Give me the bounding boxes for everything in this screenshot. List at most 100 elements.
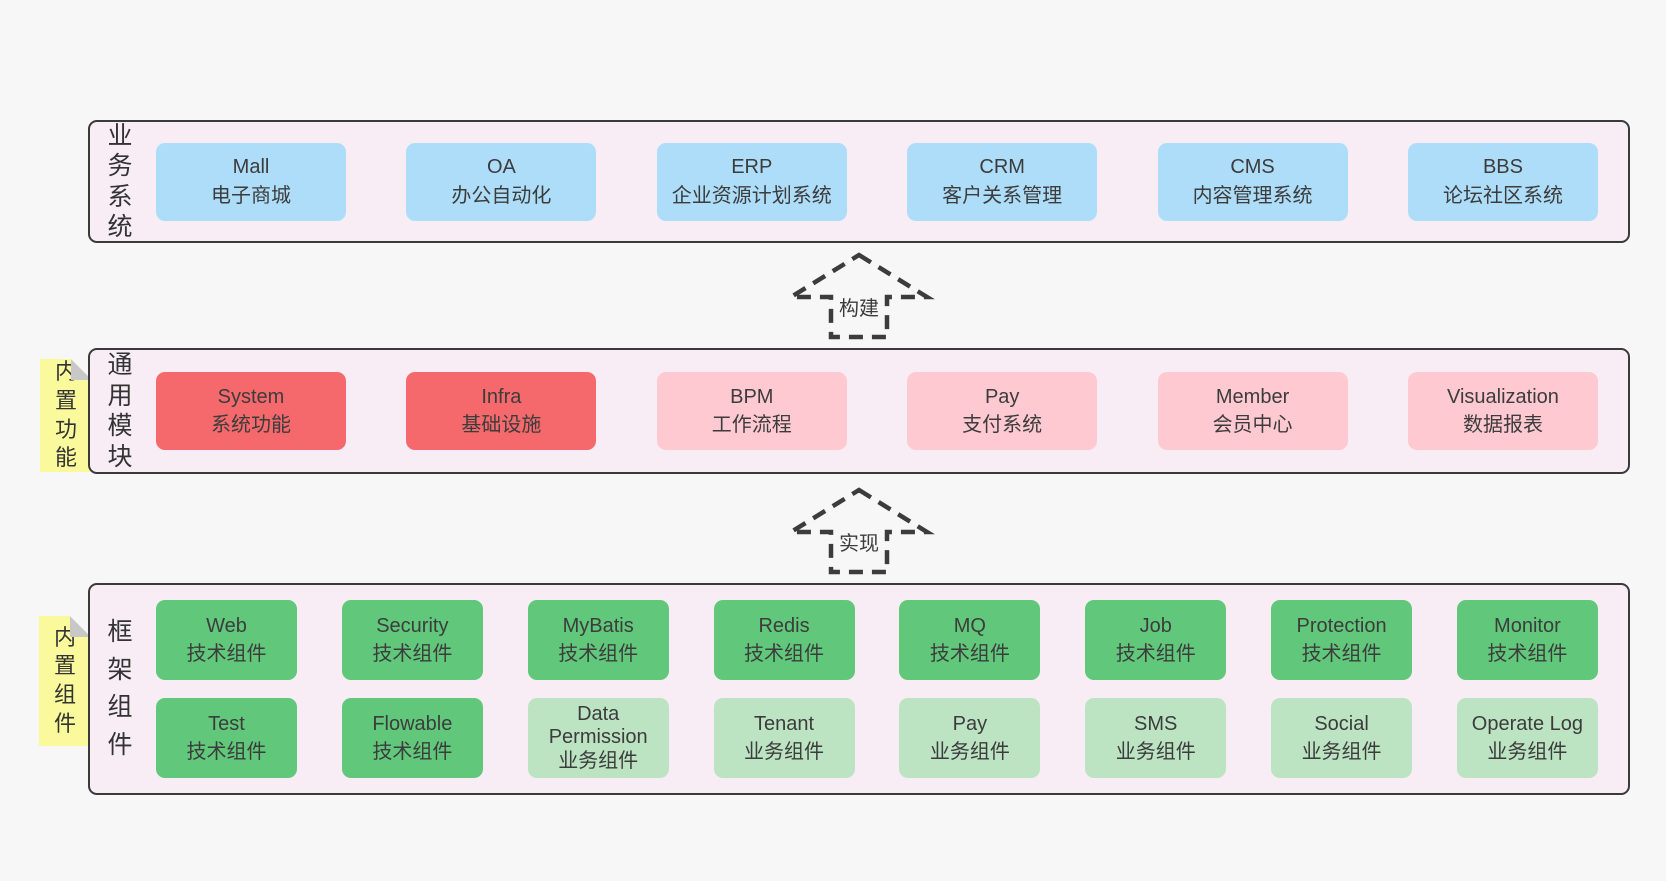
builtin-components-note: 内置组件 — [39, 616, 91, 746]
box-title: Flowable — [372, 712, 453, 735]
mybatis-box: MyBatis 技术组件 — [527, 600, 669, 680]
implement-arrow-label: 实现 — [836, 527, 882, 556]
box-subtitle: 技术组件 — [186, 643, 267, 665]
box-subtitle: 业务组件 — [1487, 741, 1568, 763]
common-modules-panel: 通用模块 System 系统功能 Infra 基础设施 BPM 工作流程 Pay… — [88, 348, 1630, 474]
flowable-box: Flowable 技术组件 — [341, 698, 483, 778]
common-modules-label: 通用模块 — [90, 350, 150, 472]
box-subtitle: 企业资源计划系统 — [671, 184, 832, 207]
box-title: MyBatis — [562, 614, 634, 637]
box-subtitle: 技术组件 — [1115, 643, 1196, 665]
box-title: Protection — [1296, 614, 1387, 637]
box-title: Web — [206, 614, 247, 637]
box-subtitle: 业务组件 — [1115, 741, 1196, 763]
box-subtitle: 支付系统 — [962, 414, 1043, 436]
box-title: ERP — [731, 156, 773, 179]
box-title: MQ — [953, 614, 986, 637]
business-boxes-row: Mall 电子商城 OA 办公自动化 ERP 企业资源计划系统 CRM 客户关系… — [150, 122, 1628, 241]
box-subtitle: 论坛社区系统 — [1442, 184, 1563, 207]
box-subtitle: 业务组件 — [744, 741, 825, 763]
box-title: Tenant — [754, 712, 815, 735]
box-title: Mall — [232, 156, 270, 179]
box-subtitle: 技术组件 — [186, 741, 267, 763]
box-title: CRM — [979, 156, 1025, 179]
box-subtitle: 客户关系管理 — [942, 184, 1063, 207]
panel-label-text: 通用模块 — [107, 351, 133, 471]
box-subtitle: 技术组件 — [744, 643, 825, 665]
box-title: SMS — [1134, 712, 1178, 735]
system-box: System 系统功能 — [156, 372, 346, 450]
box-title: Operate Log — [1471, 712, 1583, 735]
box-subtitle: 技术组件 — [1487, 643, 1568, 665]
box-subtitle: 会员中心 — [1212, 414, 1293, 436]
box-subtitle: 基础设施 — [461, 414, 542, 436]
monitor-box: Monitor 技术组件 — [1456, 600, 1598, 680]
social-box: Social 业务组件 — [1271, 698, 1413, 778]
box-subtitle: 业务组件 — [1301, 741, 1382, 763]
components-row-1: Web 技术组件 Security 技术组件 MyBatis 技术组件 Redi… — [156, 600, 1598, 680]
box-title: Pay — [984, 385, 1020, 408]
tenant-box: Tenant 业务组件 — [713, 698, 855, 778]
box-title: Infra — [481, 385, 522, 408]
box-subtitle: 业务组件 — [929, 741, 1010, 763]
box-title: Data Permission — [548, 703, 648, 749]
box-title: Monitor — [1494, 614, 1561, 637]
redis-box: Redis 技术组件 — [713, 600, 855, 680]
up-arrow-icon: 实现 — [783, 485, 935, 577]
security-box: Security 技术组件 — [341, 600, 483, 680]
framework-components-panel: 框架组件 Web 技术组件 Security 技术组件 MyBatis 技术组件… — [88, 583, 1630, 795]
job-box: Job 技术组件 — [1085, 600, 1227, 680]
cms-box: CMS 内容管理系统 — [1157, 142, 1348, 221]
implement-arrow: 实现 — [88, 485, 1630, 577]
box-subtitle: 技术组件 — [558, 643, 639, 665]
box-title: Redis — [758, 614, 810, 637]
builtin-features-note: 内置功能 — [40, 359, 92, 472]
infra-box: Infra 基础设施 — [406, 372, 597, 450]
data-permission-box: Data Permission 业务组件 — [527, 698, 669, 778]
mq-box: MQ 技术组件 — [899, 600, 1041, 680]
framework-components-label: 框架组件 — [90, 585, 150, 793]
protection-box: Protection 技术组件 — [1271, 600, 1413, 680]
test-box: Test 技术组件 — [156, 698, 297, 778]
box-title: CMS — [1230, 156, 1275, 179]
build-arrow: 构建 — [88, 250, 1630, 342]
box-title: Test — [208, 712, 245, 735]
box-subtitle: 办公自动化 — [451, 184, 552, 207]
box-title: OA — [486, 156, 516, 179]
panel-label-text: 业务系统 — [107, 121, 133, 242]
crm-box: CRM 客户关系管理 — [907, 142, 1098, 221]
box-subtitle: 系统功能 — [211, 414, 291, 436]
bpm-box: BPM 工作流程 — [656, 372, 847, 450]
mall-box: Mall 电子商城 — [156, 142, 346, 221]
components-row-2: Test 技术组件 Flowable 技术组件 Data Permission … — [156, 698, 1598, 778]
panel-label-text: 框架组件 — [107, 618, 133, 759]
box-subtitle: 技术组件 — [1301, 643, 1382, 665]
pay-box: Pay 支付系统 — [907, 372, 1098, 450]
operate-log-box: Operate Log 业务组件 — [1456, 698, 1598, 778]
web-box: Web 技术组件 — [156, 600, 297, 680]
box-subtitle: 数据报表 — [1462, 414, 1543, 436]
sms-box: SMS 业务组件 — [1085, 698, 1227, 778]
box-title: BBS — [1482, 156, 1523, 179]
box-subtitle: 业务组件 — [558, 749, 639, 772]
business-systems-panel: 业务系统 Mall 电子商城 OA 办公自动化 ERP 企业资源计划系统 CRM… — [88, 120, 1630, 243]
box-title: Security — [376, 614, 449, 637]
box-title: Social — [1314, 712, 1369, 735]
box-subtitle: 技术组件 — [372, 741, 453, 763]
erp-box: ERP 企业资源计划系统 — [656, 142, 847, 221]
box-title: System — [217, 385, 285, 408]
components-rows: Web 技术组件 Security 技术组件 MyBatis 技术组件 Redi… — [150, 585, 1628, 793]
box-subtitle: 技术组件 — [929, 643, 1010, 665]
member-box: Member 会员中心 — [1157, 372, 1348, 450]
up-arrow-icon: 构建 — [783, 250, 935, 342]
box-title: Visualization — [1446, 385, 1559, 408]
business-systems-label: 业务系统 — [90, 121, 150, 242]
bbs-box: BBS 论坛社区系统 — [1407, 142, 1598, 221]
oa-box: OA 办公自动化 — [406, 142, 597, 221]
visualization-box: Visualization 数据报表 — [1407, 372, 1598, 450]
build-arrow-label: 构建 — [836, 292, 882, 321]
note-text: 内置组件 — [53, 624, 76, 736]
box-subtitle: 电子商城 — [211, 184, 291, 207]
box-subtitle: 工作流程 — [711, 414, 792, 436]
